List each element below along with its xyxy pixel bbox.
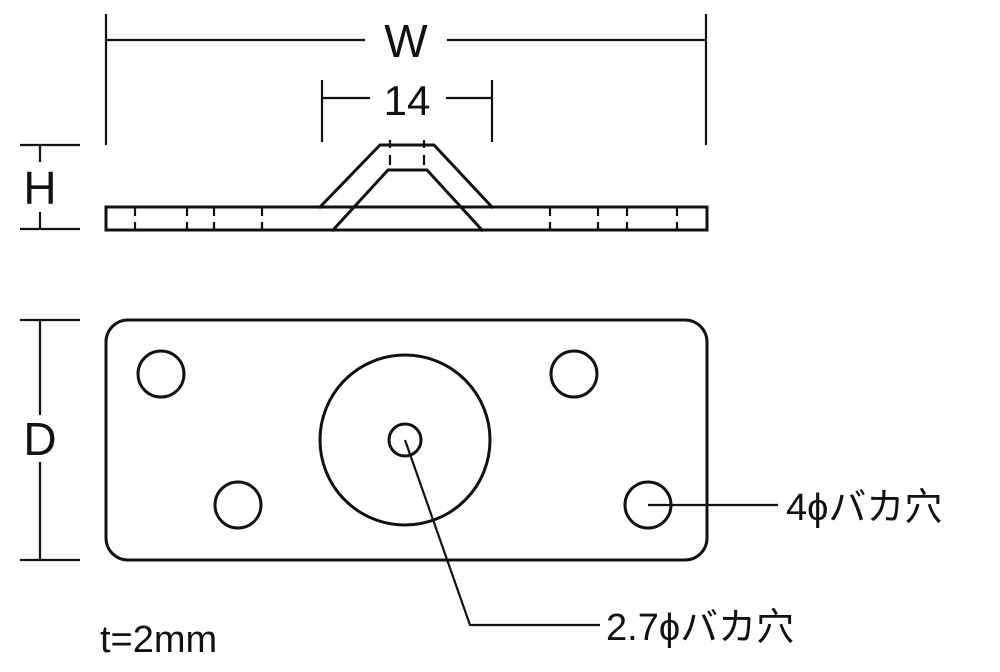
boss-circle xyxy=(318,353,492,527)
height-label: H xyxy=(23,162,56,214)
mount-hole-callout: 4ϕバカ穴 xyxy=(786,487,942,529)
mount-hole-top-right xyxy=(549,349,599,399)
center-width-dimension: 14 xyxy=(320,77,494,142)
mount-hole-bottom-left xyxy=(213,480,263,530)
height-dimension: H xyxy=(20,143,80,231)
top-view xyxy=(104,318,709,562)
mount-hole-top-left xyxy=(136,349,186,399)
side-view xyxy=(104,140,709,233)
width-dimension: W xyxy=(104,14,708,145)
width-label: W xyxy=(384,15,428,67)
thickness-note: t=2mm xyxy=(100,619,217,661)
depth-dimension: D xyxy=(20,318,80,562)
center-hole-callout: 2.7ϕバカ穴 xyxy=(606,607,794,649)
center-width-label: 14 xyxy=(384,77,431,124)
depth-label: D xyxy=(23,413,56,465)
callout-leaders xyxy=(403,439,778,627)
center-hole xyxy=(387,422,423,458)
